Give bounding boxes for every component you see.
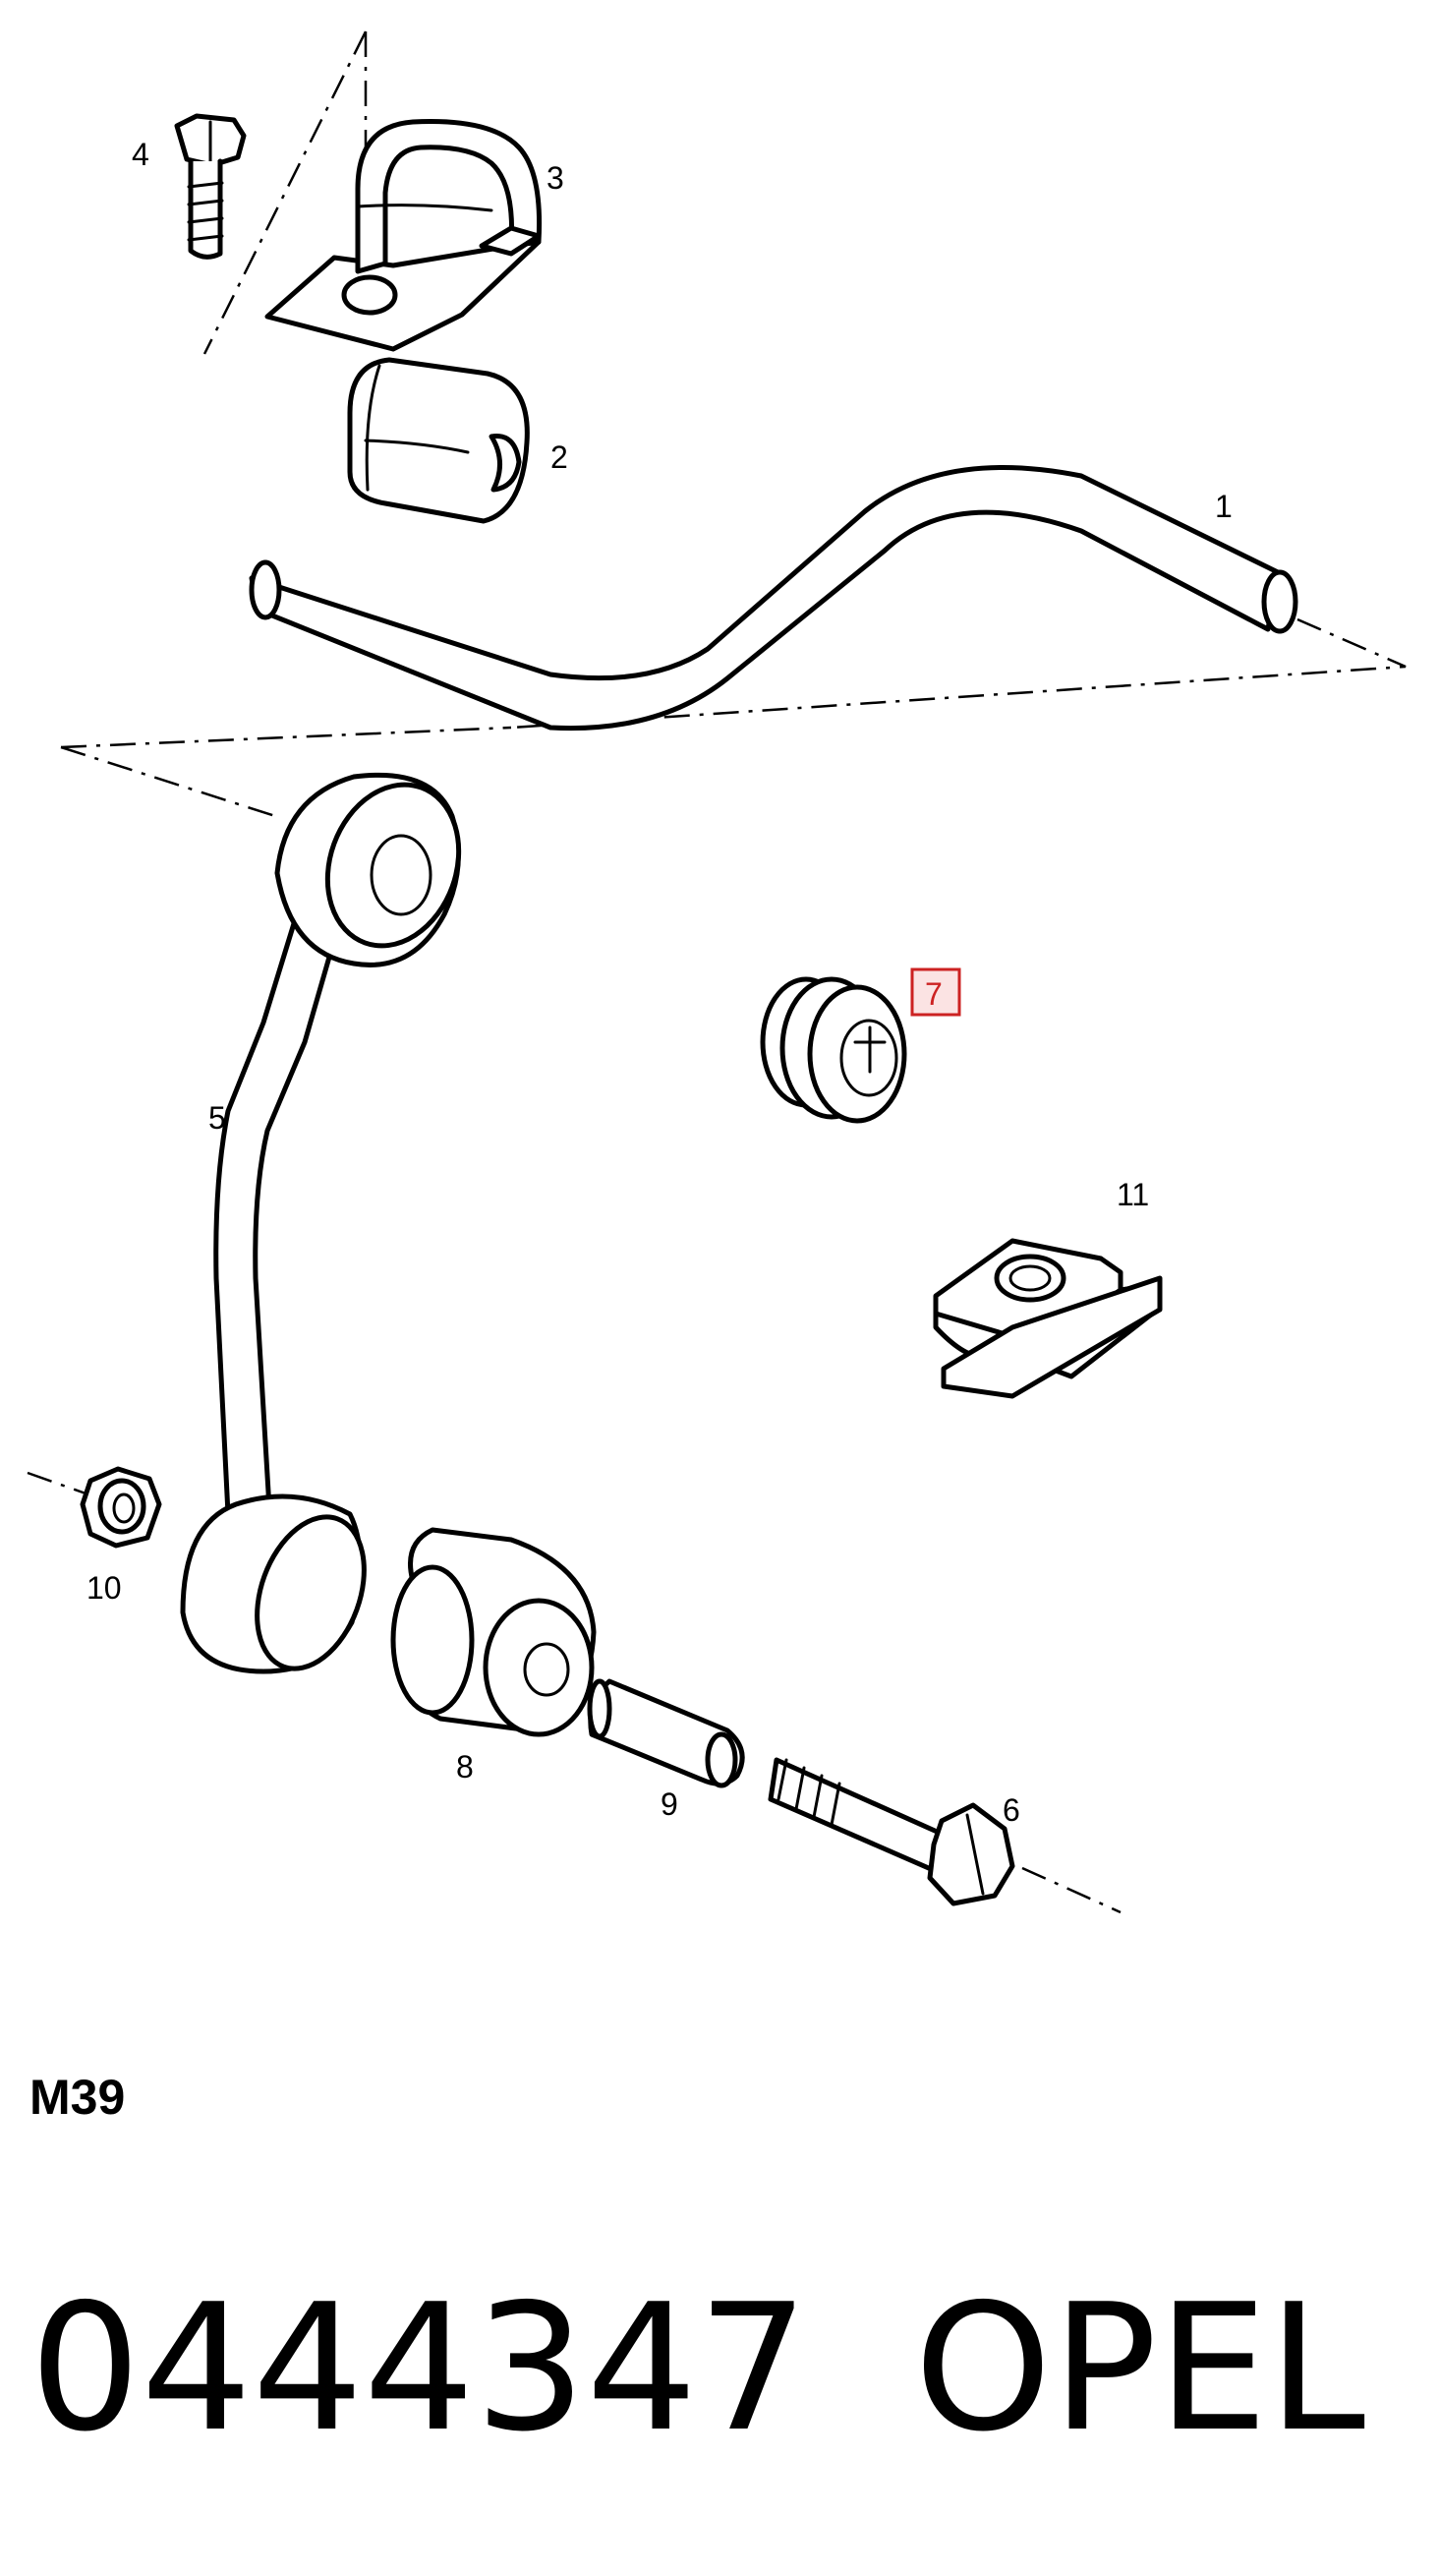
callout-7: 7 — [925, 976, 943, 1012]
callout-9: 9 — [661, 1786, 678, 1822]
callout-8: 8 — [456, 1749, 474, 1785]
part-3-clamp-bracket — [264, 119, 543, 352]
callout-6: 6 — [1003, 1792, 1020, 1828]
part-4-bolt — [174, 113, 247, 260]
part-2-stabilizer-bushing — [347, 357, 530, 524]
construction-lines — [27, 30, 1407, 1914]
callout-1: 1 — [1215, 489, 1233, 524]
callout-2: 2 — [550, 439, 568, 475]
part-11-clip-nut — [933, 1238, 1163, 1399]
part-8-bushing — [390, 1527, 597, 1737]
part-number: 0444347 — [29, 2266, 809, 2470]
callout-4: 4 — [132, 137, 149, 172]
callout-11: 11 — [1117, 1177, 1149, 1212]
part-9-sleeve — [587, 1678, 745, 1788]
diagram-code: M39 — [29, 2070, 125, 2125]
brand-name: OPEL — [914, 2266, 1365, 2470]
part-1-stabilizer-bar — [249, 464, 1298, 732]
part-6-bolt — [768, 1757, 1015, 1906]
callout-labels: 1 2 3 4 5 6 7 8 9 10 11 — [86, 137, 1233, 1828]
callout-7-highlight-box — [910, 967, 961, 1017]
part-7-grommet — [760, 976, 907, 1124]
callout-5: 5 — [208, 1100, 226, 1136]
part-10-nut — [80, 1466, 162, 1549]
part-5-link-rod — [180, 772, 462, 1674]
callout-10: 10 — [86, 1570, 122, 1606]
callout-3: 3 — [547, 160, 564, 196]
